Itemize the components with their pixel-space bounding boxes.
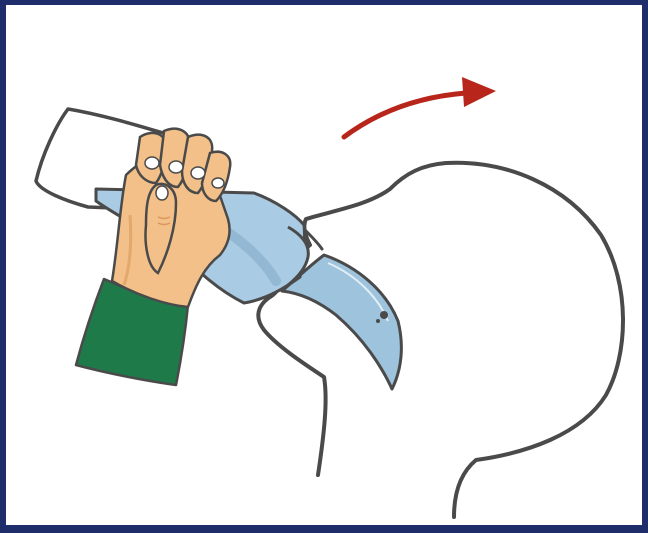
- head-icon: [258, 163, 623, 517]
- fingernail-2: [169, 161, 183, 173]
- fingernail-1: [145, 157, 159, 169]
- water-droplet-2: [376, 319, 380, 323]
- fingernail-3: [191, 167, 205, 179]
- curved-arrow-icon: [344, 93, 466, 137]
- drinking-illustration: [6, 5, 642, 525]
- fingernail-4: [212, 178, 224, 188]
- illustration-panel: [6, 5, 642, 525]
- thumbnail: [156, 186, 168, 200]
- arrow-head: [462, 77, 496, 107]
- water-droplet: [380, 311, 388, 319]
